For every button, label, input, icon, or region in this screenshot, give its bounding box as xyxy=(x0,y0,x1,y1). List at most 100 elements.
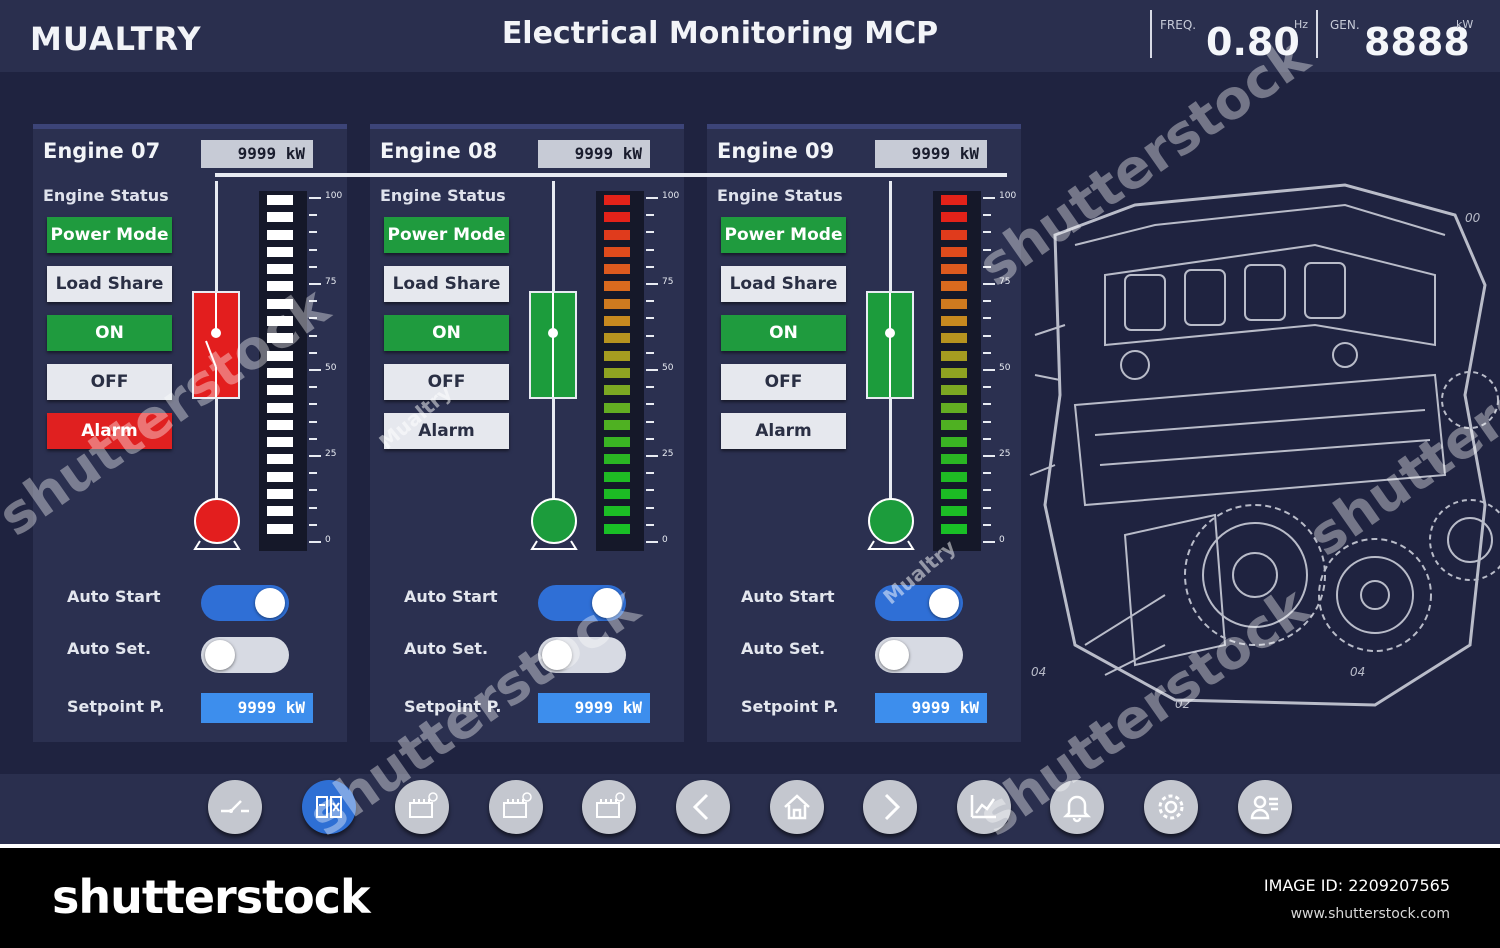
auto-start-toggle[interactable] xyxy=(201,585,289,621)
gauge-segment xyxy=(604,264,630,275)
divider xyxy=(1316,10,1318,58)
toggle-knob xyxy=(255,588,285,618)
gauge-tick xyxy=(983,369,995,371)
power-mode-button[interactable]: Power Mode xyxy=(47,217,172,253)
nav-button[interactable] xyxy=(1237,780,1292,834)
circuit-breaker-icon[interactable] xyxy=(192,291,240,399)
divider xyxy=(0,844,1500,848)
on-button[interactable]: ON xyxy=(384,315,509,351)
gauge-segment xyxy=(941,471,967,482)
setpoint-input[interactable]: 9999 kW xyxy=(538,693,650,723)
nav-button[interactable] xyxy=(676,780,730,834)
gauge-segment xyxy=(267,195,293,205)
setpoint-label: Setpoint P. xyxy=(67,697,165,716)
auto-set-toggle[interactable] xyxy=(875,637,963,673)
gauge-segment xyxy=(941,264,967,275)
gauge-segment xyxy=(267,437,293,448)
bottom-nav-bar xyxy=(0,774,1500,844)
gauge-tick xyxy=(983,403,991,406)
gauge-segment xyxy=(267,298,293,309)
off-button[interactable]: OFF xyxy=(721,364,846,400)
chevron-left-icon xyxy=(692,793,709,821)
nav-button[interactable] xyxy=(582,780,637,834)
setpoint-input[interactable]: 9999 kW xyxy=(875,693,987,723)
nav-button[interactable] xyxy=(395,780,450,834)
gauge-segment xyxy=(604,195,630,205)
toggle-knob xyxy=(592,588,622,618)
gauge-segment xyxy=(604,523,630,534)
nav-button[interactable] xyxy=(208,780,262,834)
gauge-segment xyxy=(941,298,967,309)
gauge-segment xyxy=(604,506,630,517)
gauge-segment xyxy=(267,367,293,378)
power-level-gauge xyxy=(596,191,644,551)
engine-drawing-svg xyxy=(1029,183,1500,707)
auto-start-label: Auto Start xyxy=(67,587,161,606)
gauge-tick xyxy=(646,403,654,406)
generator-sync-icon xyxy=(315,796,342,818)
gauge-tick xyxy=(309,317,317,320)
gauge-tick xyxy=(983,265,991,268)
power-level-gauge xyxy=(259,191,307,551)
auto-start-toggle[interactable] xyxy=(538,585,626,621)
load-share-button[interactable]: Load Share xyxy=(47,266,172,302)
nav-button[interactable] xyxy=(956,780,1011,834)
nav-button[interactable] xyxy=(863,780,918,834)
load-share-button[interactable]: Load Share xyxy=(721,266,846,302)
engine-title: Engine 08 xyxy=(380,139,498,163)
gauge-tick-label: 0 xyxy=(325,535,331,545)
engine-title: Engine 09 xyxy=(717,139,835,163)
gauge-segment xyxy=(604,212,630,223)
gauge-tick xyxy=(309,369,321,371)
engine-power-readout: 9999 kW xyxy=(875,140,987,168)
gauge-segment xyxy=(267,246,293,257)
circuit-breaker-icon[interactable] xyxy=(866,291,914,399)
gauge-tick xyxy=(646,420,654,423)
alarm-button[interactable]: Alarm xyxy=(384,413,509,449)
gauge-segment xyxy=(267,229,293,240)
nav-button[interactable] xyxy=(301,780,356,834)
circuit-breaker-icon[interactable] xyxy=(529,291,577,399)
on-button[interactable]: ON xyxy=(47,315,172,351)
nav-button[interactable] xyxy=(488,780,543,834)
gauge-tick xyxy=(646,283,658,285)
alarm-button[interactable]: Alarm xyxy=(721,413,846,449)
gauge-segment xyxy=(604,333,630,344)
power-mode-button[interactable]: Power Mode xyxy=(384,217,509,253)
gauge-tick xyxy=(646,455,658,457)
auto-set-toggle[interactable] xyxy=(201,637,289,673)
nav-button[interactable] xyxy=(1144,780,1198,834)
gauge-segment xyxy=(941,419,967,430)
gauge-segment xyxy=(267,523,293,534)
bell-icon xyxy=(1063,795,1092,823)
on-button[interactable]: ON xyxy=(721,315,846,351)
gauge-segment xyxy=(267,316,293,327)
gauge-segment xyxy=(604,385,630,396)
engine-1-icon xyxy=(409,792,438,818)
footer-url: www.shutterstock.com xyxy=(1290,906,1450,922)
off-button[interactable]: OFF xyxy=(384,364,509,400)
auto-set-toggle[interactable] xyxy=(538,637,626,673)
alarm-button[interactable]: Alarm xyxy=(47,413,172,449)
gauge-tick xyxy=(646,214,654,217)
gauge-tick xyxy=(309,248,317,251)
gauge-tick xyxy=(309,214,317,217)
setpoint-input[interactable]: 9999 kW xyxy=(201,693,313,723)
frequency-unit: Hz xyxy=(1294,18,1309,31)
gauge-tick xyxy=(983,334,991,337)
gauge-segment xyxy=(941,195,967,205)
gauge-tick xyxy=(983,351,991,354)
off-button[interactable]: OFF xyxy=(47,364,172,400)
gauge-tick xyxy=(309,541,321,543)
engine-3-icon xyxy=(596,792,626,818)
setpoint-label: Setpoint P. xyxy=(404,697,502,716)
breaker-switch-icon xyxy=(221,800,249,813)
gauge-segment xyxy=(941,385,967,396)
gauge-tick-label: 0 xyxy=(999,535,1005,545)
auto-start-toggle[interactable] xyxy=(875,585,963,621)
nav-button[interactable] xyxy=(769,780,824,834)
user-list-icon xyxy=(1250,795,1278,820)
power-mode-button[interactable]: Power Mode xyxy=(721,217,846,253)
nav-button[interactable] xyxy=(1050,780,1105,834)
load-share-button[interactable]: Load Share xyxy=(384,266,509,302)
